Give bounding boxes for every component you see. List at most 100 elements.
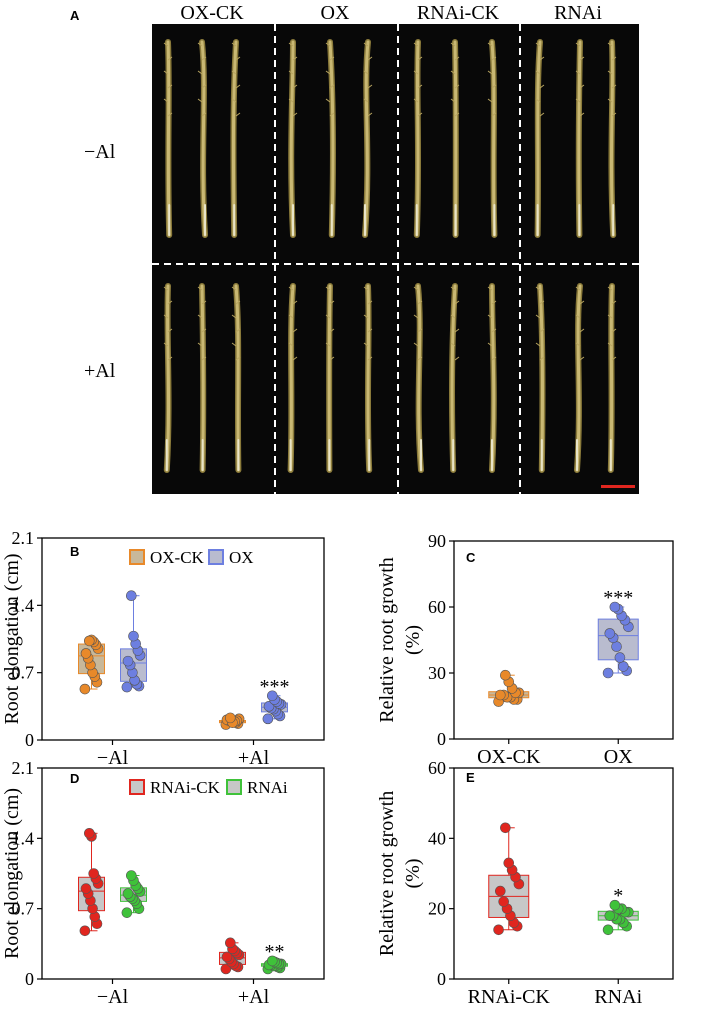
root-hair (292, 300, 298, 305)
root-hair (363, 286, 369, 291)
root-hair (450, 70, 456, 75)
panel-a-label: A (70, 8, 80, 23)
root-hair (201, 328, 207, 333)
data-point (88, 868, 99, 879)
root-hair (231, 42, 237, 47)
root-hair (607, 42, 613, 47)
data-point (618, 661, 629, 672)
column-label-rnai-ck: RNAi-CK (417, 2, 500, 24)
root-hair (363, 42, 369, 47)
y-tick-label: 0 (25, 969, 34, 989)
root-hair (367, 84, 373, 89)
root-hair (235, 300, 241, 305)
root-inner (575, 284, 582, 472)
root-inner (165, 284, 171, 472)
root-hair (329, 300, 335, 305)
x-tick-label: −Al (97, 747, 129, 769)
data-point (122, 888, 134, 899)
root-hair (329, 56, 335, 61)
y-tick-label: 0.7 (12, 663, 35, 683)
plot-frame (453, 767, 674, 980)
root-hair (413, 98, 419, 103)
root-hair (231, 98, 237, 103)
root-hair (235, 56, 241, 61)
data-point (609, 601, 621, 613)
data-point (602, 924, 614, 936)
plot-frame (41, 767, 325, 980)
x-tick-label: −Al (97, 986, 129, 1008)
data-point (262, 713, 274, 725)
root-hair (491, 356, 497, 361)
root-hair (535, 342, 541, 347)
x-tick-label: +Al (238, 986, 270, 1008)
data-point (611, 641, 622, 652)
root-hair (611, 84, 617, 89)
root-hair (292, 56, 298, 61)
root-hair (611, 56, 617, 61)
root-hair (487, 286, 493, 291)
root-hair (163, 342, 169, 347)
root-hair (163, 42, 169, 47)
root-hair (539, 56, 545, 61)
root-hair (575, 342, 581, 347)
root-inner (490, 284, 496, 472)
root-hair (491, 300, 497, 305)
legend-swatch (208, 549, 224, 565)
root-hair (487, 70, 493, 75)
legend-swatch (129, 779, 145, 795)
root-hair (487, 42, 493, 47)
root-hair (450, 98, 456, 103)
y-axis-label: (%) (402, 859, 424, 889)
root-hair (491, 56, 497, 61)
root-hair (167, 112, 173, 117)
panel-label: D (70, 771, 79, 786)
root-hair (417, 56, 423, 61)
root-hair (579, 84, 585, 89)
root-hair (454, 84, 460, 89)
data-point (225, 937, 236, 949)
root-hair (325, 42, 331, 47)
root-hair (607, 98, 613, 103)
root-hair (292, 112, 298, 117)
data-point (80, 648, 92, 659)
root-inner (289, 40, 295, 237)
significance-marker: ** (265, 941, 285, 963)
y-tick-label: 2.1 (12, 528, 35, 548)
root-hair (487, 342, 493, 347)
root-hair (575, 286, 581, 291)
significance-marker: *** (260, 676, 290, 698)
root-hair (454, 300, 460, 305)
root-hair (367, 56, 373, 61)
root-hair (201, 112, 207, 117)
root-hair (197, 314, 203, 319)
root-hair (201, 300, 207, 305)
panel-label: C (466, 550, 476, 565)
root-hair (367, 356, 373, 361)
y-tick-label: 20 (428, 899, 446, 919)
y-tick-label: 0 (437, 729, 446, 749)
root-hair (231, 70, 237, 75)
x-tick-label: +Al (238, 747, 270, 769)
root-images (163, 39, 617, 473)
root-hair (201, 56, 207, 61)
root-hair (535, 42, 541, 47)
root-hair (231, 314, 237, 319)
root-inner (200, 40, 207, 237)
root-hair (363, 342, 369, 347)
root-hair (450, 42, 456, 47)
legend-label: RNAi-CK (150, 778, 221, 797)
root-hair (201, 356, 207, 361)
row-label-minus-al: −Al (84, 141, 116, 163)
row-label-plus-al: +Al (84, 360, 116, 382)
data-point (121, 681, 133, 693)
data-point (498, 896, 509, 907)
root-hair (535, 98, 541, 103)
data-point (121, 907, 133, 918)
root-hair (454, 56, 460, 61)
column-label-rnai: RNAi (554, 2, 602, 24)
data-point (602, 667, 614, 679)
